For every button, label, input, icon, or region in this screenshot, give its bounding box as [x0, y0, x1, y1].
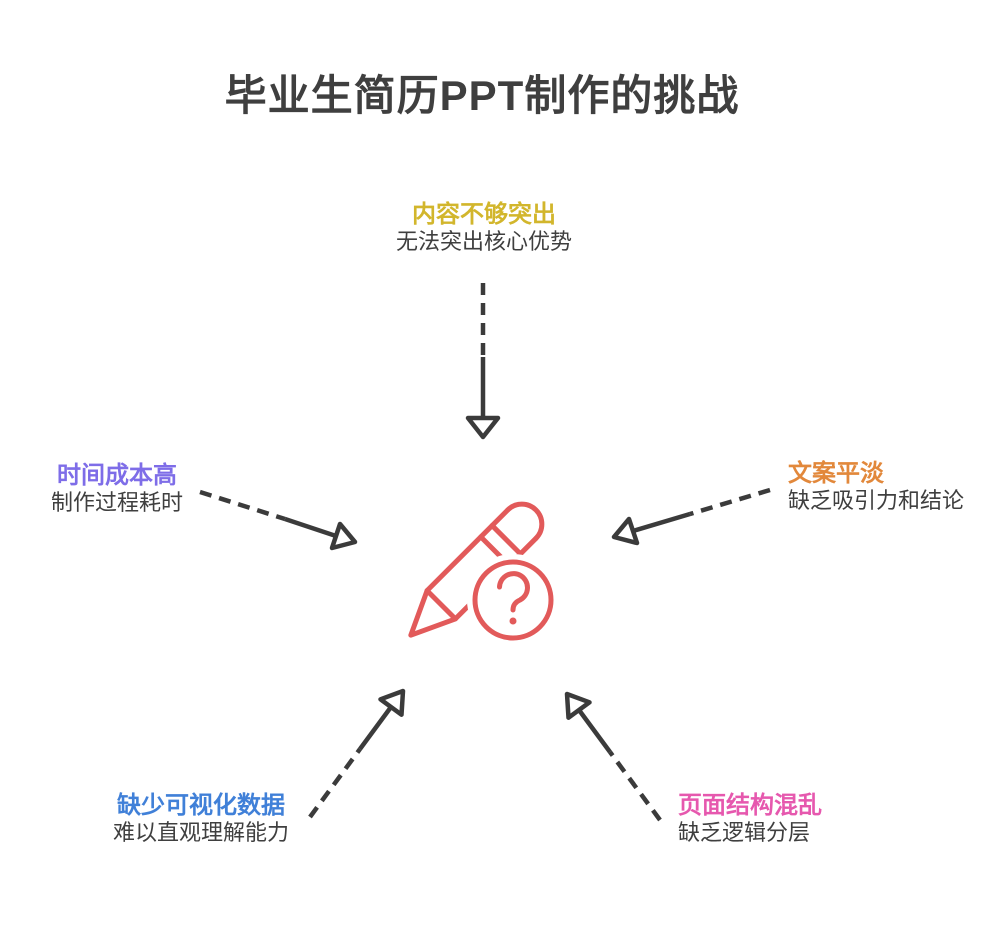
node-label: 页面结构混乱	[678, 792, 822, 819]
node-no-visual-data: 缺少可视化数据 难以直观理解能力	[101, 793, 301, 846]
node-desc: 制作过程耗时	[50, 490, 183, 515]
node-desc: 无法突出核心优势	[395, 229, 572, 254]
arrow-left-icon	[199, 489, 358, 551]
node-messy-structure: 页面结构混乱 缺乏逻辑分层	[678, 793, 822, 846]
node-desc: 缺乏吸引力和结论	[788, 488, 965, 513]
node-label: 缺少可视化数据	[117, 792, 285, 819]
node-label: 内容不够突出	[412, 201, 556, 228]
node-plain-copywriting: 文案平淡 缺乏吸引力和结论	[788, 461, 964, 514]
pencil-question-icon	[408, 501, 559, 646]
node-label: 文案平淡	[788, 460, 884, 487]
node-desc: 缺乏逻辑分层	[678, 820, 811, 845]
arrow-top-icon	[465, 283, 501, 440]
arrow-bottom-right-icon	[564, 691, 662, 822]
page-title: 毕业生简历PPT制作的挑战	[224, 72, 740, 119]
arrow-bottom-left-icon	[308, 688, 406, 819]
node-content-not-prominent: 内容不够突出 无法突出核心优势	[0, 202, 968, 255]
arrow-right-icon	[611, 487, 771, 546]
node-label: 时间成本高	[57, 462, 177, 489]
node-time-cost: 时间成本高 制作过程耗时	[17, 463, 217, 516]
node-desc: 难以直观理解能力	[112, 820, 289, 845]
